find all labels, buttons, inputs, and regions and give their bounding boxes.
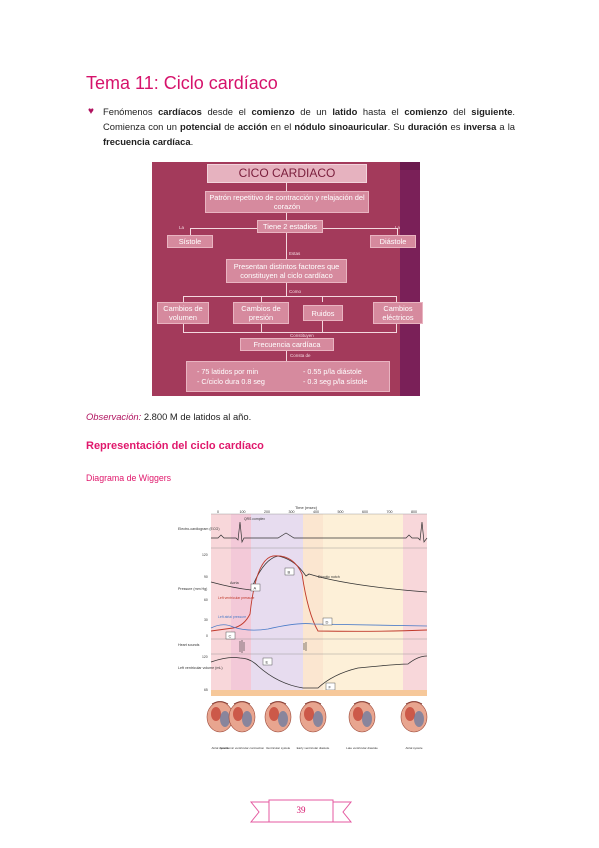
concept-cambios-electricos: Cambios eléctricos: [373, 302, 423, 324]
concept-map-title: CICO CARDIACO: [207, 164, 367, 183]
link-label: Estas: [289, 251, 301, 256]
link-label: La: [179, 225, 185, 230]
link-label: Consta de: [290, 353, 311, 358]
time-tick: 700: [387, 510, 393, 514]
concept-frecuencia-details: - 75 latidos por min - C/ciclo dura 0.8 …: [186, 361, 390, 392]
svg-text:90: 90: [204, 575, 208, 579]
time-tick: 0: [217, 510, 219, 514]
svg-text:B: B: [288, 570, 291, 575]
concept-sistole: Sístole: [167, 235, 213, 248]
aorta-label: Aorta: [230, 581, 239, 585]
heart-illustration: [206, 701, 234, 733]
svg-text:F: F: [329, 685, 332, 690]
phase-label: Early ventricular diastole: [297, 746, 330, 750]
heart-sounds-label: Heart sounds: [178, 643, 200, 647]
qrs-label: QRS complex: [244, 517, 265, 521]
concept-definition: Patrón repetitivo de contracción y relaj…: [205, 191, 369, 213]
time-tick: 500: [338, 510, 344, 514]
phase-label: Atrial systole: [405, 746, 422, 750]
observation: Observación: 2.800 M de latidos al año.: [86, 411, 252, 422]
decorative-bar: [400, 170, 420, 396]
page-title: Tema 11: Ciclo cardíaco: [86, 73, 278, 93]
pressure-label: Pressure (mm Hg): [178, 587, 207, 591]
volume-label: Left ventricular volume (mL): [178, 666, 223, 670]
concept-cambios-volumen: Cambios de volumen: [157, 302, 209, 324]
svg-text:120: 120: [202, 655, 208, 659]
link-label: Como: [289, 289, 302, 294]
la-pressure-label: Left atrial pressure: [218, 615, 246, 619]
heart-illustration: [228, 701, 256, 733]
concept-stages: Tiene 2 estadios: [257, 220, 323, 233]
lv-pressure-label: Left ventricular pressure: [218, 596, 254, 600]
concept-ruidos: Ruidos: [303, 305, 343, 321]
heart-bullet-icon: ♥: [88, 106, 94, 117]
svg-text:65: 65: [204, 688, 208, 692]
phase-label: Isovolumic ventricular contraction: [220, 746, 265, 750]
intro-paragraph: ♥ Fenómenos cardíacos desde el comienzo …: [88, 106, 516, 147]
time-tick: 200: [264, 510, 270, 514]
concept-frecuencia: Frecuencia cardíaca: [240, 338, 334, 351]
page-number-ribbon: [249, 799, 353, 823]
svg-text:0: 0: [206, 634, 208, 638]
time-tick: 600: [362, 510, 368, 514]
subsection-title: Diagrama de Wiggers: [86, 473, 172, 483]
dicrotic-notch-label: Dicrotic notch: [318, 575, 340, 579]
phase-label: Ventricular systole: [266, 746, 291, 750]
svg-text:30: 30: [204, 618, 208, 622]
svg-text:120: 120: [202, 553, 208, 557]
link-label: La: [395, 225, 401, 230]
svg-text:A: A: [254, 586, 257, 591]
time-axis-label: Time (msec): [295, 505, 318, 510]
concept-cambios-presion: Cambios de presión: [233, 302, 289, 324]
svg-text:C: C: [229, 634, 232, 639]
concept-factores: Presentan distintos factores que constit…: [226, 259, 347, 283]
heart-illustration: [348, 701, 376, 733]
time-tick: 800: [411, 510, 417, 514]
svg-text:60: 60: [204, 598, 208, 602]
heart-illustration: [299, 701, 327, 733]
heart-illustration: [400, 701, 428, 733]
phase-label: Atrial systole: [211, 746, 228, 750]
concept-diastole: Diástole: [370, 235, 416, 248]
time-tick: 300: [289, 510, 295, 514]
section-title: Representación del ciclo cardíaco: [86, 440, 264, 452]
svg-text:D: D: [326, 620, 329, 625]
page-number: 39: [296, 805, 306, 815]
heart-illustration: [264, 701, 292, 733]
ecg-label: Electro-cardiogram (ECG): [178, 527, 220, 531]
time-tick: 400: [313, 510, 319, 514]
phase-label: Late ventricular diastole: [346, 746, 378, 750]
link-label: Constituyen: [290, 333, 314, 338]
time-tick: 100: [240, 510, 246, 514]
svg-text:E: E: [266, 660, 269, 665]
